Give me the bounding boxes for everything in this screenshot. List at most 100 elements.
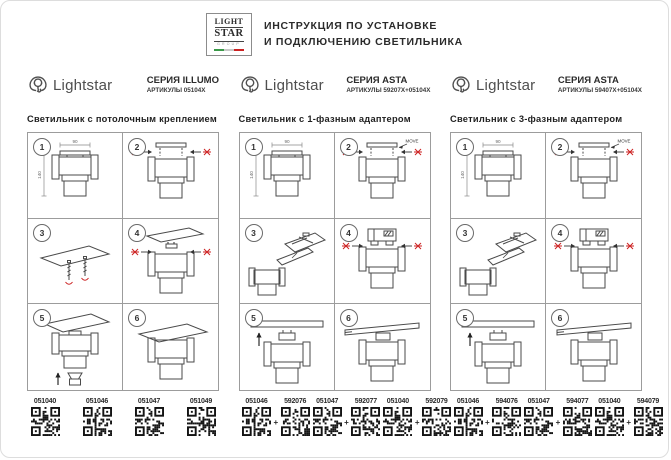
step-cell-4: 4 — [334, 219, 430, 304]
code-group: 051046 — [81, 398, 113, 436]
product-code-label: 594076 — [495, 397, 518, 405]
series-articles: АРТИКУЛЫ 05104X — [146, 87, 206, 94]
logo-text-star: STAR — [214, 29, 244, 42]
step-cell-3: 3 — [239, 218, 335, 304]
code-group: 051040 — [29, 398, 61, 436]
step-number: 1 — [456, 138, 474, 156]
product-code-label: 051049 — [189, 397, 213, 405]
step-drawing-assembled-track — [556, 322, 631, 382]
qr-code — [594, 406, 624, 436]
step-drawing-ceiling-plate-anchors — [39, 245, 111, 285]
step-cell-6: 6 — [123, 304, 218, 390]
qr-code — [492, 406, 522, 436]
column-subtitle: Светильник с 1-фазным адаптером — [238, 114, 411, 124]
product-code-item: 051046 — [81, 398, 113, 436]
series-articles: АРТИКУЛЫ 59207X+05104X — [346, 87, 431, 94]
qr-code — [422, 406, 452, 436]
product-code-item: 051049 — [185, 398, 217, 436]
step-cell-4: 4 — [123, 219, 218, 304]
code-group: 051040+594079 — [593, 398, 664, 436]
svg-text:140: 140 — [460, 171, 465, 179]
svg-text:90: 90 — [284, 139, 290, 144]
qr-code — [312, 406, 342, 436]
qr-code — [134, 406, 164, 436]
qr-code — [30, 406, 60, 436]
step-number: 3 — [244, 223, 263, 242]
plus-sign: + — [414, 418, 420, 427]
product-code-item: 051040 — [29, 398, 61, 436]
step-number: 3 — [33, 223, 51, 242]
page-title-line2: И ПОДКЛЮЧЕНИЮ СВЕТИЛЬНИКА — [264, 35, 463, 48]
step-number: 6 — [128, 309, 146, 327]
step-cell-3: 3 — [451, 218, 546, 304]
product-code-label: 051047 — [316, 397, 339, 405]
code-group: 051049 — [185, 398, 217, 436]
codes-row: 051046 +594076 051047 +594077 051040+594079 — [450, 397, 663, 436]
product-code-label: 594077 — [566, 397, 589, 405]
product-code-item: 592079 — [421, 398, 453, 436]
step-number: 5 — [244, 309, 263, 327]
logo-text-group: GROUP — [217, 42, 241, 47]
step-number: 1 — [33, 138, 51, 156]
step-number: 5 — [33, 309, 51, 327]
step-number: 2 — [551, 138, 569, 156]
product-code-label: 051040 — [386, 397, 409, 405]
page-title-line1: ИНСТРУКЦИЯ ПО УСТАНОВКЕ — [264, 19, 438, 32]
series-title: СЕРИЯ ILLUMO — [146, 75, 219, 87]
step-drawing-adapter-attach — [342, 228, 422, 289]
step-drawing-assembled-ceiling — [136, 323, 209, 380]
qr-code — [242, 406, 271, 436]
qr-code — [351, 406, 381, 436]
product-code-item: 051047 — [523, 398, 555, 436]
product-code-label: 051046 — [245, 397, 268, 405]
step-drawing-attach-plate — [130, 227, 211, 294]
product-code-item: 594079 — [632, 398, 664, 436]
plus-sign: + — [626, 418, 632, 427]
plus-sign: + — [485, 418, 490, 427]
step-number: 3 — [456, 223, 474, 242]
step-number: 6 — [339, 309, 358, 327]
product-code-item: 051040 — [382, 398, 414, 436]
italian-flag-icon — [214, 48, 245, 51]
brand-wordmark: Lightstar — [264, 76, 324, 94]
code-group: 051040 +592079 — [382, 398, 453, 436]
svg-text:MOVE: MOVE — [617, 139, 630, 144]
code-group: 051046 +594076 — [452, 398, 523, 436]
step-drawing-adapter-detach — [248, 232, 326, 296]
product-code-item: 051046 — [241, 398, 273, 436]
product-code-item: 051047 — [311, 398, 343, 436]
product-code-item: 051046 — [452, 398, 484, 436]
product-code-label: 051047 — [137, 397, 161, 405]
step-number: 4 — [339, 223, 358, 242]
series-articles: АРТИКУЛЫ 59407X+05104X — [557, 87, 642, 94]
step-cell-2: 2 MOVE — [334, 133, 430, 219]
step-cell-6: 6 — [546, 304, 641, 390]
logo-text-light: LIGHT — [214, 17, 244, 29]
page-title: ИНСТРУКЦИЯ ПО УСТАНОВКЕ И ПОДКЛЮЧЕНИЮ СВ… — [264, 19, 463, 51]
qr-code — [633, 406, 663, 436]
lightstar-brand: Lightstar — [239, 73, 324, 98]
step-cell-4: 4 — [546, 219, 641, 304]
step-number: 1 — [244, 138, 263, 156]
step-number: 2 — [339, 138, 358, 156]
plus-sign: + — [273, 418, 279, 427]
qr-code — [383, 406, 413, 436]
product-code-label: 592077 — [354, 397, 377, 405]
codes-row: 051040 051046 051047 051049 — [27, 398, 219, 436]
step-cell-2: 2 MOVE — [546, 133, 641, 219]
product-code-label: 051046 — [456, 397, 480, 405]
svg-text:MOVE: MOVE — [406, 139, 419, 144]
